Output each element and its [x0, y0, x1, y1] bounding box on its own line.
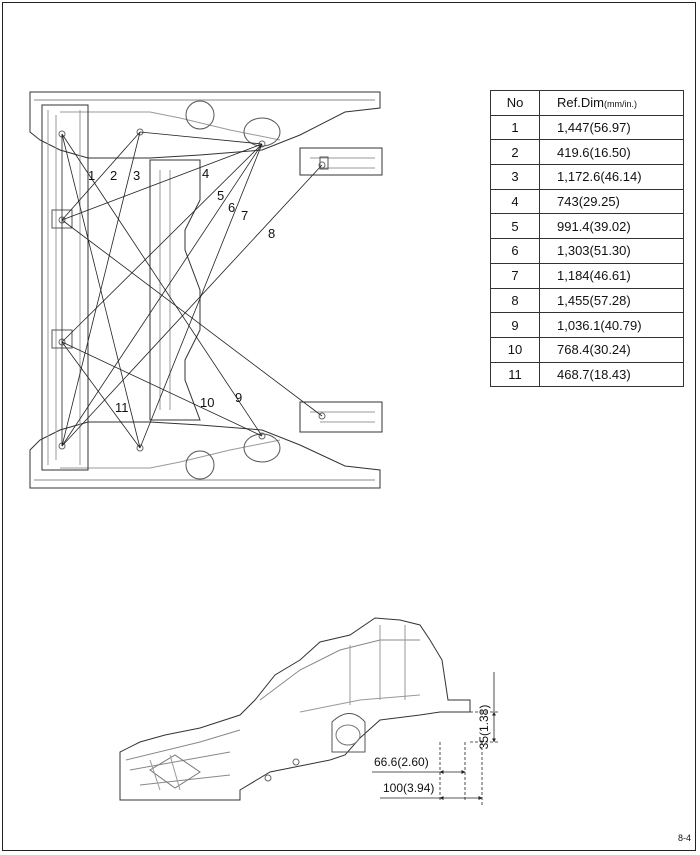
row-no: 4	[490, 188, 540, 215]
dim-horizontal-label-2: 100(3.94)	[383, 781, 434, 795]
dim-label-11: 11	[115, 400, 129, 415]
measurement-lines	[61, 131, 323, 449]
header-ref-dim: Ref.Dim(mm/in.)	[539, 90, 684, 116]
dim-label-7: 7	[241, 208, 248, 223]
dim-label-5: 5	[217, 188, 224, 203]
upper-wheelhouse	[185, 100, 215, 130]
dim-horizontal-label-1: 66.6(2.60)	[374, 755, 429, 769]
row-no: 10	[490, 336, 540, 363]
row-no: 5	[490, 213, 540, 240]
row-dim: 991.4(39.02)	[539, 213, 684, 240]
header-ref-label: Ref.Dim	[557, 95, 604, 111]
side-view-dimensions	[372, 672, 500, 805]
row-dim: 768.4(30.24)	[539, 336, 684, 363]
dim-label-3: 3	[133, 168, 140, 183]
row-dim: 1,036.1(40.79)	[539, 312, 684, 338]
dimension-labels: 1 2 3 4 5 6 7 8 9 10 11	[88, 166, 275, 415]
row-dim: 1,455(57.28)	[539, 287, 684, 314]
upper-rail	[29, 91, 381, 159]
row-dim: 1,447(56.97)	[539, 114, 684, 141]
side-view-drawing	[119, 617, 471, 801]
dim-vertical-label: 35(1.38)	[477, 705, 491, 750]
dim-label-6: 6	[228, 200, 235, 215]
row-dim: 743(29.25)	[539, 188, 684, 215]
row-no: 9	[490, 312, 540, 338]
row-no: 6	[490, 238, 540, 264]
center-cross-member	[149, 159, 201, 421]
dim-label-8: 8	[268, 226, 275, 241]
row-no: 2	[490, 139, 540, 166]
row-dim: 468.7(18.43)	[539, 361, 684, 388]
table-header-row: No Ref.Dim(mm/in.)	[490, 90, 684, 116]
header-no: No	[490, 90, 540, 116]
row-no: 8	[490, 287, 540, 314]
side-panel-outline	[119, 617, 471, 801]
row-dim: 419.6(16.50)	[539, 139, 684, 166]
row-dim: 1,303(51.30)	[539, 238, 684, 264]
dim-label-2: 2	[110, 168, 117, 183]
lower-extension	[299, 401, 383, 433]
lower-wheelhouse	[185, 450, 215, 480]
page-number: 8-4	[677, 833, 691, 843]
top-view-drawing	[29, 91, 383, 489]
row-no: 11	[490, 361, 540, 388]
left-cross-member	[41, 104, 89, 471]
dim-label-10: 10	[200, 395, 214, 410]
row-no: 3	[490, 164, 540, 190]
row-no: 7	[490, 262, 540, 289]
dim-label-9: 9	[235, 390, 242, 405]
dim-label-4: 4	[202, 166, 209, 181]
header-unit: (mm/in.)	[603, 99, 637, 110]
dim-label-1: 1	[88, 168, 95, 183]
row-dim: 1,184(46.61)	[539, 262, 684, 289]
lower-rail	[29, 421, 381, 489]
row-no: 1	[490, 114, 540, 141]
row-dim: 1,172.6(46.14)	[539, 164, 684, 190]
upper-extension	[299, 147, 383, 176]
